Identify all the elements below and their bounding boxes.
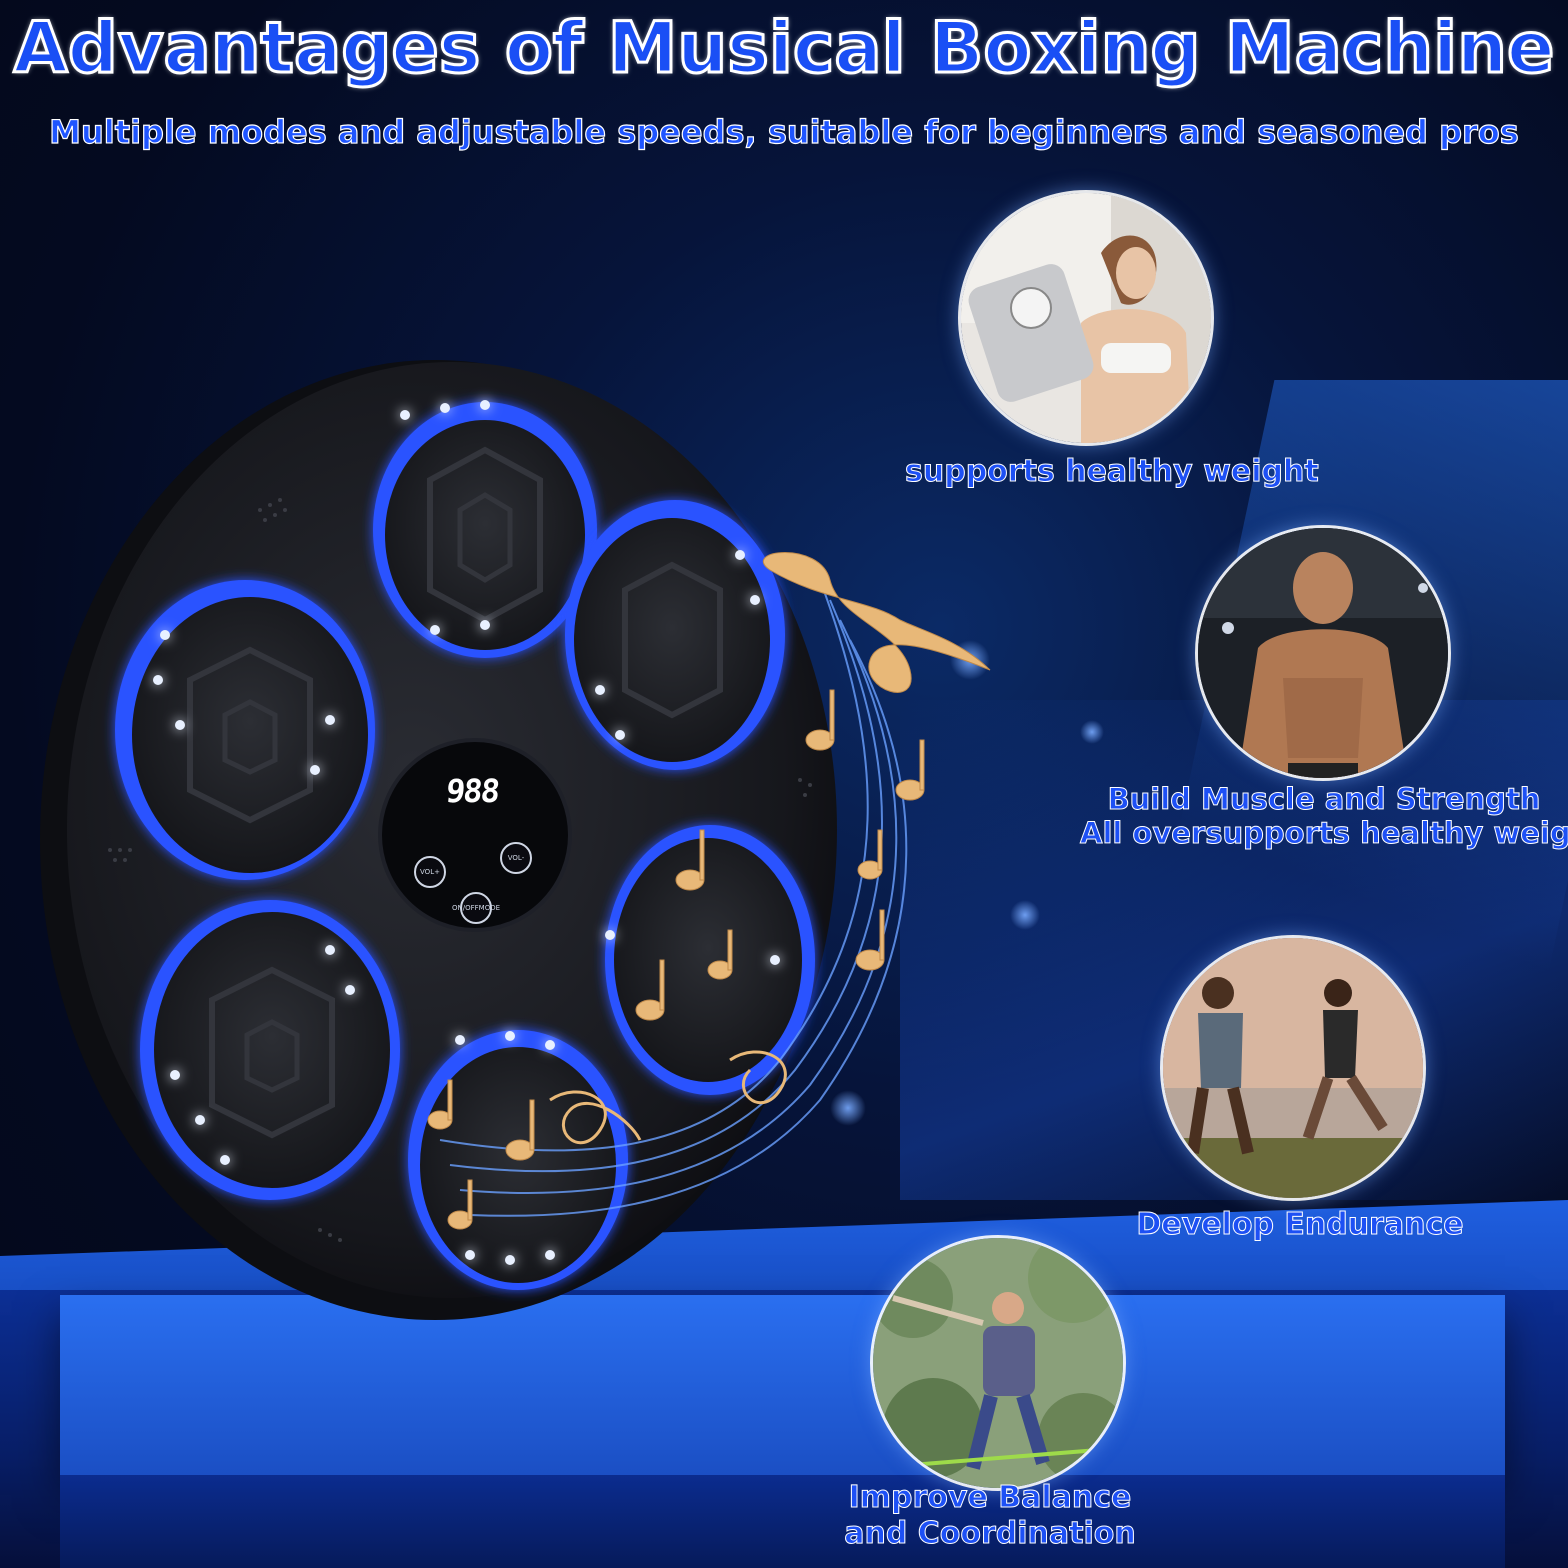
benefit-label-balance-line1: Improve Balance <box>848 1480 1132 1516</box>
benefit-label-muscle: Build Muscle and Strength All oversuppor… <box>1080 782 1568 851</box>
power-mode-label-line1: ON/OFF <box>451 903 479 912</box>
benefit-photo-muscle <box>1195 525 1451 781</box>
sparkle-icon <box>1010 900 1040 930</box>
page-subtitle: Multiple modes and adjustable speeds, su… <box>49 112 1520 151</box>
benefit-label-weight: supports healthy weight <box>905 454 1320 490</box>
benefit-photo-weight <box>958 190 1214 446</box>
pad-bottom <box>408 1030 628 1290</box>
page-title: Advantages of Musical Boxing Machine <box>12 6 1556 91</box>
pad-upper-right <box>565 500 785 770</box>
benefit-label-muscle-line2: All oversupports healthy weight <box>1080 816 1568 851</box>
benefit-photo-balance <box>870 1235 1126 1491</box>
podium-top <box>60 1295 1505 1475</box>
benefit-photo-endurance <box>1160 935 1426 1201</box>
pad-top <box>373 402 597 658</box>
sparkle-icon <box>950 640 990 680</box>
benefit-label-endurance: Develop Endurance <box>1136 1207 1464 1243</box>
sparkle-icon <box>1080 720 1104 744</box>
power-mode-button[interactable]: ON/OFF MODE <box>452 892 500 924</box>
benefit-label-balance-line2: and Coordination <box>844 1516 1137 1552</box>
benefit-label-muscle-line1: Build Muscle and Strength <box>1107 782 1541 817</box>
benefit-label-balance: Improve Balance and Coordination <box>800 1480 1180 1552</box>
volume-down-button[interactable]: VOL- <box>500 842 532 874</box>
volume-up-button[interactable]: VOL+ <box>414 856 446 888</box>
boxing-machine-graphic <box>40 360 837 1320</box>
pad-upper-left <box>115 580 375 880</box>
pad-lower-left <box>140 900 400 1200</box>
power-mode-label-line2: MODE <box>478 903 501 912</box>
score-display: 988 <box>444 772 500 810</box>
boxing-machine <box>40 360 860 1320</box>
podium-front <box>60 1475 1505 1568</box>
pad-lower-right <box>605 825 815 1095</box>
